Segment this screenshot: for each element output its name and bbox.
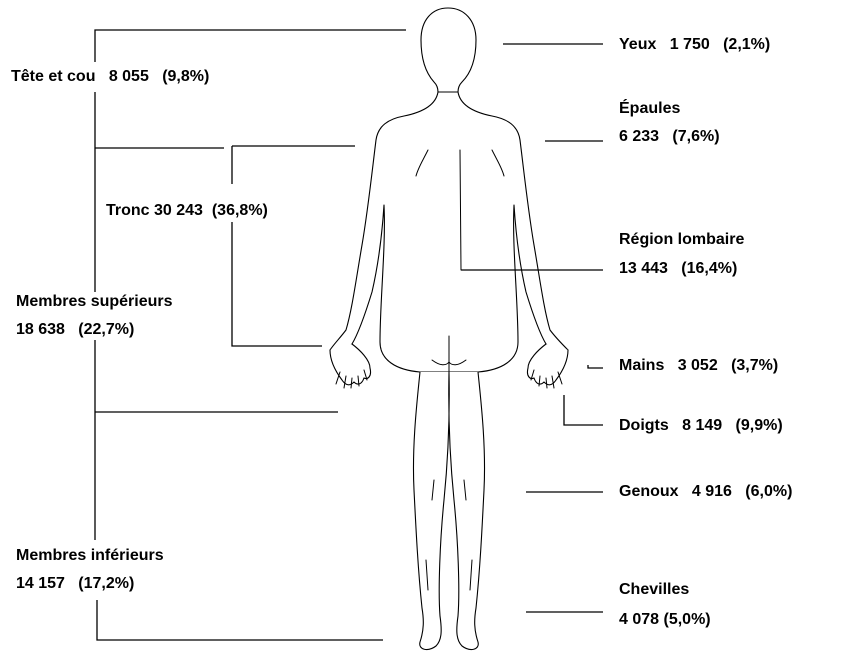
- label-chevilles-name: Chevilles: [619, 581, 689, 598]
- label-genoux-percent: (6,0%): [745, 483, 792, 500]
- label-epaules-value: 6 233: [619, 128, 659, 145]
- label-tronc-name: Tronc: [106, 202, 150, 219]
- head-bracket-line: [95, 30, 406, 62]
- label-chevilles: Chevilles: [619, 580, 689, 599]
- torso-arms-outline: [330, 92, 568, 372]
- label-mains: Mains 3 052 (3,7%): [619, 356, 778, 375]
- label-chevilles-value: 4 078: [619, 611, 659, 628]
- label-tete-cou-percent: (9,8%): [162, 68, 209, 85]
- label-tete-cou-value: 8 055: [109, 68, 149, 85]
- label-yeux-value: 1 750: [670, 36, 710, 53]
- label-doigts-percent: (9,9%): [736, 417, 783, 434]
- label-epaules-stats: 6 233 (7,6%): [619, 127, 720, 146]
- label-mains-value: 3 052: [678, 357, 718, 374]
- label-membres-superieurs-name: Membres supérieurs: [16, 293, 173, 310]
- label-tronc-percent: (36,8%): [212, 202, 268, 219]
- label-membres-superieurs-value: 18 638: [16, 321, 65, 338]
- right-hand-outline: [527, 344, 568, 385]
- label-region-lombaire-stats: 13 443 (16,4%): [619, 259, 737, 278]
- label-doigts: Doigts 8 149 (9,9%): [619, 416, 783, 435]
- fingers-leader: [564, 395, 603, 425]
- label-membres-superieurs: Membres supérieurs: [16, 292, 173, 311]
- label-chevilles-stats: 4 078 (5,0%): [619, 610, 711, 629]
- label-membres-superieurs-percent: (22,7%): [78, 321, 134, 338]
- label-yeux: Yeux 1 750 (2,1%): [619, 35, 770, 54]
- label-tete-cou-name: Tête et cou: [11, 68, 95, 85]
- torso-bracket-line: [232, 146, 322, 346]
- label-genoux-value: 4 916: [692, 483, 732, 500]
- hands-leader: [588, 365, 603, 368]
- feet-bracket-line: [97, 600, 383, 640]
- label-yeux-percent: (2,1%): [723, 36, 770, 53]
- label-epaules: Épaules: [619, 99, 680, 118]
- human-figure: [330, 8, 568, 649]
- label-genoux-name: Genoux: [619, 483, 679, 500]
- label-membres-inferieurs-percent: (17,2%): [78, 575, 134, 592]
- label-epaules-percent: (7,6%): [672, 128, 719, 145]
- label-tronc: Tronc 30 243 (36,8%): [106, 201, 268, 220]
- legs-outline: [413, 372, 484, 649]
- label-region-lombaire-name: Région lombaire: [619, 231, 744, 248]
- label-membres-inferieurs: Membres inférieurs: [16, 546, 164, 565]
- label-doigts-name: Doigts: [619, 417, 669, 434]
- label-epaules-name: Épaules: [619, 100, 680, 117]
- label-region-lombaire-percent: (16,4%): [681, 260, 737, 277]
- label-doigts-value: 8 149: [682, 417, 722, 434]
- label-tete-cou: Tête et cou 8 055 (9,8%): [11, 67, 209, 86]
- label-genoux: Genoux 4 916 (6,0%): [619, 482, 792, 501]
- left-hand-outline: [330, 344, 371, 385]
- label-mains-percent: (3,7%): [731, 357, 778, 374]
- label-chevilles-percent: (5,0%): [664, 611, 711, 628]
- label-mains-name: Mains: [619, 357, 664, 374]
- label-membres-inferieurs-name: Membres inférieurs: [16, 547, 164, 564]
- label-yeux-name: Yeux: [619, 36, 656, 53]
- head-outline: [421, 8, 476, 92]
- label-region-lombaire-value: 13 443: [619, 260, 668, 277]
- label-tronc-value: 30 243: [154, 202, 203, 219]
- label-membres-inferieurs-stats: 14 157 (17,2%): [16, 574, 134, 593]
- label-region-lombaire: Région lombaire: [619, 230, 744, 249]
- label-membres-inferieurs-value: 14 157: [16, 575, 65, 592]
- label-membres-superieurs-stats: 18 638 (22,7%): [16, 320, 134, 339]
